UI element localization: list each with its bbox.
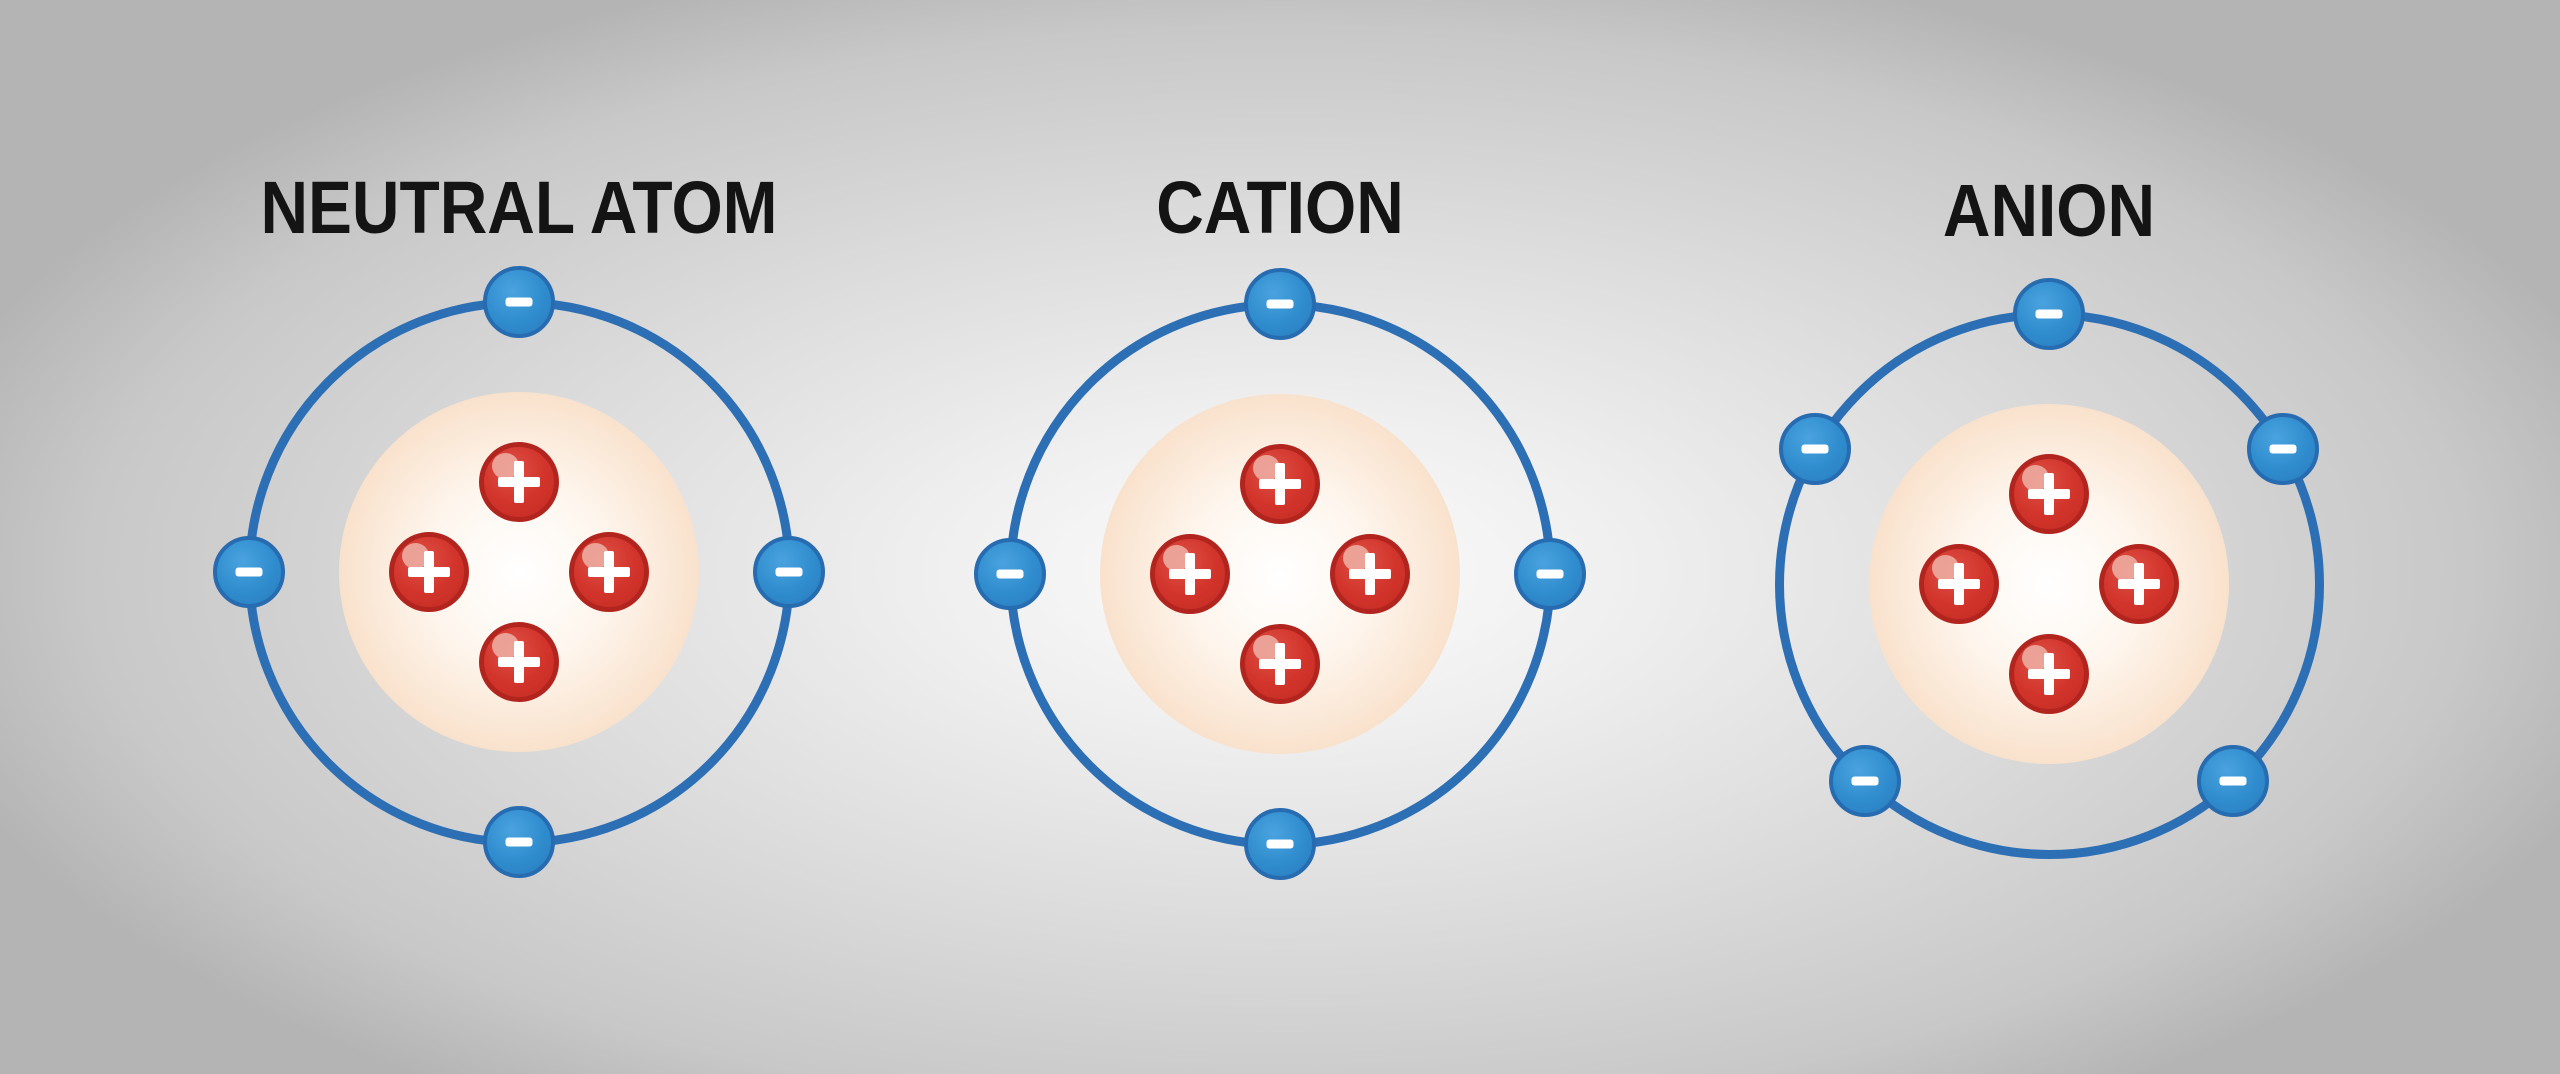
minus-sign [1266, 299, 1294, 309]
proton [1919, 544, 1999, 624]
title-neutral-atom: NEUTRAL ATOM [260, 166, 778, 249]
proton [479, 442, 559, 522]
minus-sign [2035, 309, 2063, 319]
plus-sign [514, 641, 524, 683]
plus-sign [1954, 563, 1964, 605]
plus-sign [604, 551, 614, 593]
proton [2009, 454, 2089, 534]
electron [213, 536, 285, 608]
plus-sign [424, 551, 434, 593]
proton [389, 532, 469, 612]
minus-sign [505, 297, 533, 307]
minus-sign [775, 567, 803, 577]
electron [483, 806, 555, 878]
proton [569, 532, 649, 612]
proton [1150, 534, 1230, 614]
electron [483, 266, 555, 338]
plus-sign [1275, 463, 1285, 505]
proton [1240, 624, 1320, 704]
proton [479, 622, 559, 702]
plus-sign [514, 461, 524, 503]
title-cation: CATION [1156, 166, 1404, 249]
electron [753, 536, 825, 608]
electron [2246, 413, 2319, 485]
minus-sign [1536, 569, 1564, 579]
proton [1330, 534, 1410, 614]
electron [974, 538, 1046, 610]
minus-sign [1801, 444, 1829, 454]
plus-sign [1185, 553, 1195, 595]
electron [1779, 413, 1852, 485]
minus-sign [1266, 839, 1294, 849]
minus-sign [2219, 776, 2247, 786]
proton [1240, 444, 1320, 524]
proton [2009, 634, 2089, 714]
plus-sign [2134, 563, 2144, 605]
minus-sign [1851, 776, 1879, 786]
proton [2099, 544, 2179, 624]
plus-sign [1365, 553, 1375, 595]
electron [1514, 538, 1586, 610]
minus-sign [235, 567, 263, 577]
electron [1244, 808, 1316, 880]
plus-sign [1275, 643, 1285, 685]
electron [1244, 268, 1316, 340]
electron [1828, 745, 1901, 818]
plus-sign [2044, 473, 2054, 515]
title-anion: ANION [1942, 169, 2156, 252]
electron [2197, 745, 2270, 818]
minus-sign [2269, 444, 2297, 454]
electron [2013, 278, 2085, 350]
minus-sign [996, 569, 1024, 579]
plus-sign [2044, 653, 2054, 695]
minus-sign [505, 837, 533, 847]
